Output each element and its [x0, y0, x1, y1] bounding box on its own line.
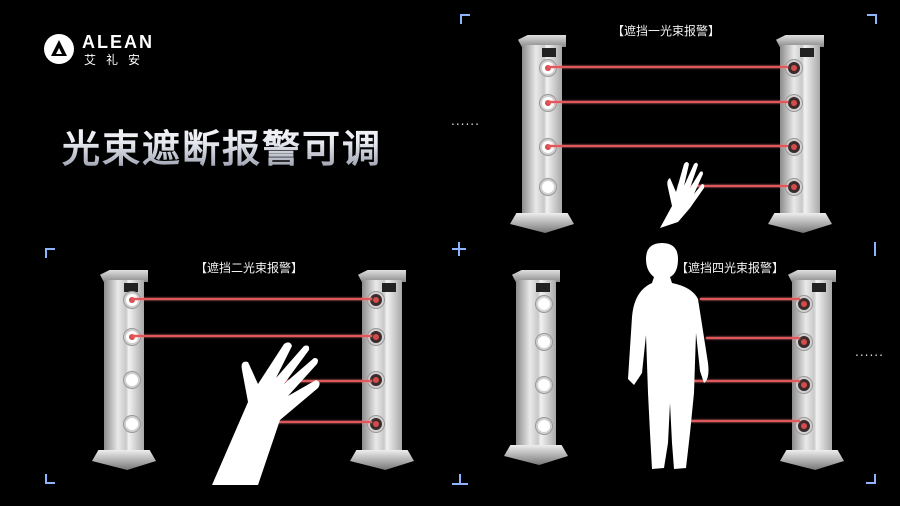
corner-mark-icon	[867, 14, 877, 24]
corner-mark-icon	[45, 474, 55, 484]
laser-beam-blocked	[694, 380, 800, 382]
brand-name-en: ALEAN	[82, 32, 154, 52]
hand-icon	[660, 162, 705, 228]
laser-beam	[548, 145, 788, 147]
laser-beam-blocked	[678, 185, 788, 187]
beam-pillar-left	[510, 35, 574, 233]
laser-beam	[132, 335, 372, 337]
person-silhouette-icon	[628, 243, 709, 469]
laser-beam-blocked	[280, 380, 372, 382]
laser-beam-blocked	[706, 337, 800, 339]
laser-beam	[548, 66, 788, 68]
laser-beam	[132, 298, 372, 300]
headline: 光束遮断报警可调	[62, 118, 382, 173]
panel-caption-two-beam: 【遮挡二光束报警】	[195, 261, 304, 275]
brand-logo: ALEAN 艾礼安	[44, 32, 174, 68]
laser-beam	[548, 101, 788, 103]
ellipsis: ......	[451, 114, 480, 128]
crosshair-icon	[452, 242, 466, 256]
ellipsis: ......	[855, 345, 884, 359]
panel-caption-four-beam: 【遮挡四光束报警】	[676, 261, 785, 275]
laser-beam-blocked	[690, 420, 800, 422]
beam-pillar-right	[780, 270, 844, 470]
beam-pillar-right	[768, 35, 832, 233]
hand-arm-icon	[212, 342, 320, 485]
beam-pillar-right	[350, 270, 414, 470]
laser-beam-blocked	[700, 298, 800, 300]
corner-mark-icon	[866, 242, 876, 256]
corner-mark-icon	[45, 248, 55, 258]
laser-beam-blocked	[274, 421, 372, 423]
beam-pillar-left	[504, 270, 568, 465]
panel-caption-one-beam: 【遮挡一光束报警】	[612, 24, 721, 38]
brand-name-cn: 艾礼安	[84, 53, 151, 67]
corner-mark-icon	[452, 474, 468, 485]
corner-mark-icon	[460, 14, 470, 24]
corner-mark-icon	[866, 474, 876, 484]
alean-logo-icon	[44, 34, 74, 64]
beam-pillar-left	[92, 270, 156, 470]
